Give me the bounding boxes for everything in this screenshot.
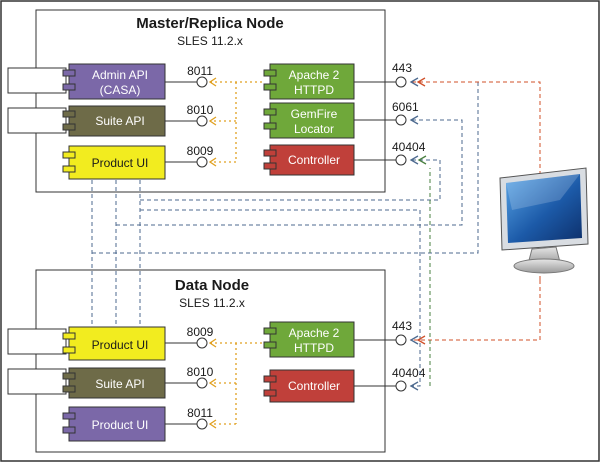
- component-icon: [263, 341, 277, 349]
- data-product-ui-purple-label: Product UI: [92, 418, 149, 432]
- component-icon: [62, 110, 76, 118]
- component-icon: [62, 83, 76, 91]
- component-icon: [62, 165, 76, 173]
- computer-monitor-icon: [499, 167, 589, 274]
- component-icon: [62, 151, 76, 159]
- port-443-label: 443: [392, 61, 412, 75]
- component-icon: [62, 426, 76, 434]
- apache-httpd-component[interactable]: Apache 2 HTTPD: [263, 63, 355, 100]
- port-6061-label: 6061: [392, 100, 419, 114]
- component-icon: [263, 375, 277, 383]
- data-node-title: Data Node: [175, 277, 249, 294]
- apache-label: Apache 2: [289, 68, 340, 82]
- component-icon: [62, 123, 76, 131]
- inter-node-links: [91, 81, 541, 387]
- port-8010-icon: [196, 115, 208, 127]
- component-icon: [263, 108, 277, 116]
- external-interface-box: [7, 67, 67, 94]
- master-replica-node: Master/Replica Node SLES 11.2.x Admin AP…: [7, 9, 426, 193]
- admin-api-label: Admin API: [92, 68, 148, 82]
- component-icon: [263, 69, 277, 77]
- gemfire-locator-component[interactable]: GemFire Locator: [263, 102, 355, 139]
- gemfire-sublabel: Locator: [294, 122, 334, 136]
- apache-proxy-links: [208, 77, 262, 167]
- data-product-ui-label: Product UI: [92, 338, 149, 352]
- data-apache-httpd-component[interactable]: Apache 2 HTTPD: [263, 321, 355, 358]
- port-443-icon: [395, 334, 407, 346]
- component-icon: [62, 412, 76, 420]
- component-icon: [62, 69, 76, 77]
- component-icon: [263, 389, 277, 397]
- component-icon: [263, 162, 277, 170]
- data-port-8010-label: 8010: [187, 365, 214, 379]
- data-suite-api-label: Suite API: [95, 377, 144, 391]
- external-interface-box: [7, 328, 67, 355]
- controller-label: Controller: [288, 153, 340, 167]
- port-40404-label: 40404: [392, 140, 426, 154]
- component-icon: [62, 332, 76, 340]
- data-node-subtitle: SLES 11.2.x: [179, 296, 245, 310]
- port-6061-icon: [395, 114, 407, 126]
- data-product-ui-component[interactable]: Product UI: [62, 326, 166, 361]
- port-8011-label: 8011: [187, 64, 213, 78]
- data-port-8009-label: 8009: [187, 325, 214, 339]
- component-icon: [62, 346, 76, 354]
- master-node-title: Master/Replica Node: [136, 15, 284, 32]
- component-icon: [263, 122, 277, 130]
- data-node: Data Node SLES 11.2.x Product UI Suite A…: [7, 269, 426, 453]
- component-icon: [263, 149, 277, 157]
- data-apache-sublabel: HTTPD: [294, 341, 334, 355]
- controller-component[interactable]: Controller: [263, 144, 355, 176]
- port-8010-icon: [196, 377, 208, 389]
- port-40404-icon: [395, 380, 407, 392]
- suite-api-component[interactable]: Suite API: [62, 105, 166, 137]
- external-interface-box: [7, 368, 67, 395]
- port-arrowheads: [409, 77, 427, 391]
- data-port-40404-label: 40404: [392, 366, 426, 380]
- port-8009-icon: [196, 156, 208, 168]
- apache-sublabel: HTTPD: [294, 83, 334, 97]
- component-icon: [62, 372, 76, 380]
- data-port-443-label: 443: [392, 319, 412, 333]
- component-icon: [263, 83, 277, 91]
- port-8011-icon: [196, 76, 208, 88]
- product-ui-component[interactable]: Product UI: [62, 145, 166, 180]
- data-apache-label: Apache 2: [289, 326, 340, 340]
- port-8011-icon: [196, 418, 208, 430]
- port-443-icon: [395, 76, 407, 88]
- gemfire-label: GemFire: [291, 107, 338, 121]
- component-icon: [263, 327, 277, 335]
- port-40404-icon: [395, 154, 407, 166]
- component-icon: [62, 385, 76, 393]
- data-controller-label: Controller: [288, 379, 340, 393]
- data-product-ui-purple-component[interactable]: Product UI: [62, 406, 166, 442]
- suite-api-label: Suite API: [95, 114, 144, 128]
- product-ui-label: Product UI: [92, 156, 149, 170]
- port-8009-label: 8009: [187, 144, 214, 158]
- data-port-8011-label: 8011: [187, 406, 213, 420]
- port-8009-icon: [196, 337, 208, 349]
- admin-api-sublabel: (CASA): [100, 83, 141, 97]
- data-apache-proxy-links: [208, 338, 262, 429]
- port-8010-label: 8010: [187, 103, 214, 117]
- master-node-subtitle: SLES 11.2.x: [177, 34, 243, 48]
- data-controller-component[interactable]: Controller: [263, 369, 355, 403]
- data-suite-api-component[interactable]: Suite API: [62, 367, 166, 399]
- external-interface-box: [7, 107, 67, 134]
- admin-api-component[interactable]: Admin API (CASA): [62, 63, 166, 100]
